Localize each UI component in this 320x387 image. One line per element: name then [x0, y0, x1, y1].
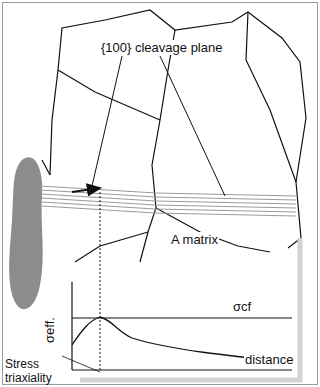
- matrix-label: A matrix: [170, 232, 219, 247]
- level-label: σcf: [232, 299, 252, 314]
- axis-label: σeff.: [42, 316, 57, 344]
- frame: [3, 3, 318, 385]
- cleavage-lines: [40, 186, 296, 216]
- note-label: Stress triaxiality: [4, 357, 64, 385]
- leader-line: [62, 356, 100, 372]
- dotted-line: [100, 192, 101, 372]
- inclusion: [9, 157, 43, 309]
- graph-shadow: [80, 238, 300, 380]
- leader-lines: [92, 56, 225, 196]
- plane-label: {100} cleavage plane: [100, 40, 223, 55]
- grain-boundaries: [42, 10, 306, 262]
- crack-arrow: [72, 188, 100, 192]
- axis-label: distance: [244, 352, 294, 367]
